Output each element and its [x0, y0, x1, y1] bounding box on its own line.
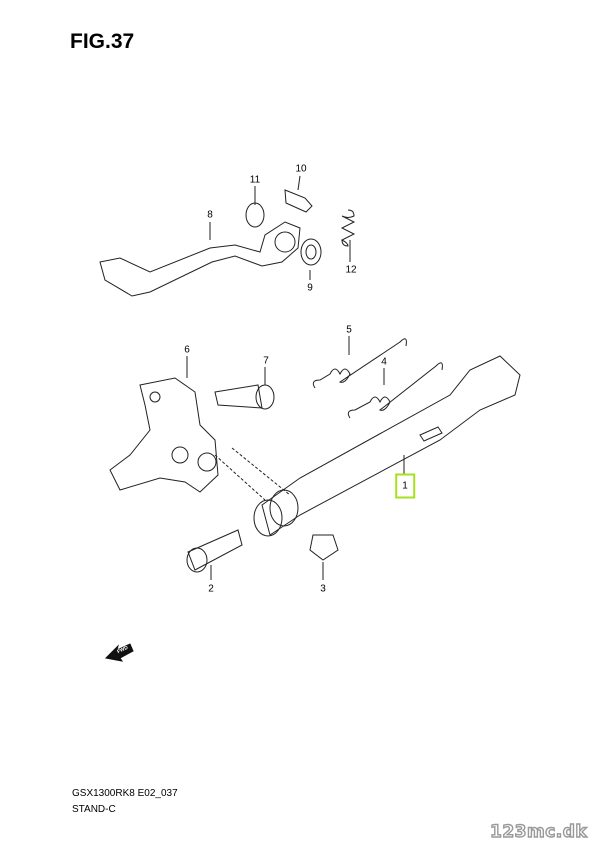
callout-12[interactable]: 12 [345, 264, 357, 276]
brake-pedal-part [99, 221, 301, 297]
callout-10[interactable]: 10 [295, 163, 307, 175]
callout-9[interactable]: 9 [307, 282, 313, 294]
callout-4[interactable]: 4 [381, 356, 387, 368]
callout-11[interactable]: 11 [249, 174, 261, 186]
callout-2[interactable]: 2 [208, 583, 214, 595]
section-name: STAND-C [72, 804, 116, 815]
callout-3[interactable]: 3 [320, 583, 326, 595]
model-code: GSX1300RK8 E02_037 [72, 788, 178, 799]
watermark: 123mc.dk [489, 821, 588, 842]
side-stand-part [261, 355, 521, 536]
callout-7[interactable]: 7 [263, 355, 269, 367]
bracket-part [109, 377, 219, 493]
callout-5[interactable]: 5 [346, 324, 352, 336]
figure-title: FIG.37 [70, 30, 135, 53]
callout-6[interactable]: 6 [184, 344, 190, 356]
callout-8[interactable]: 8 [207, 209, 213, 221]
callout-1-highlighted[interactable]: 1 [395, 473, 415, 499]
leader-lines [186, 175, 405, 580]
